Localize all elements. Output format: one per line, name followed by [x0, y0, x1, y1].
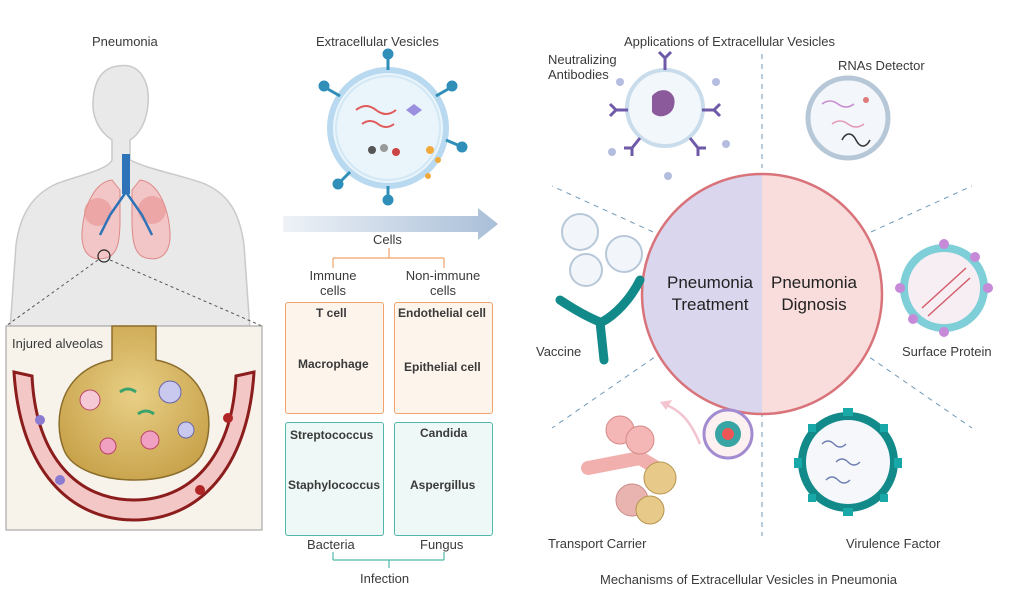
immune-cells-box: [285, 302, 384, 414]
pneumonia-title: Pneumonia: [92, 34, 158, 49]
staphylococcus-label: Staphylococcus: [288, 478, 381, 492]
zoom-line-right: [109, 259, 263, 327]
pneumonia-treatment-label: Pneumonia Treatment: [666, 273, 753, 314]
fungus-label: Fungus: [420, 537, 464, 552]
zoom-line-left: [5, 259, 99, 327]
surface-protein-label: Surface Protein: [902, 344, 992, 359]
aspergillus-label: Aspergillus: [410, 478, 476, 492]
streptococcus-label: Streptococcus: [290, 428, 374, 442]
extracellular-vesicles-title: Extracellular Vesicles: [316, 34, 439, 49]
pneumonia-diagnosis-label: Pneumonia Dignosis: [770, 273, 857, 314]
fungus-box: [394, 422, 493, 536]
injured-alveolas-label: Injured alveolas: [12, 336, 104, 351]
rnas-detector-label: RNAs Detector: [838, 58, 925, 73]
immune-cells-label: Immune cells: [309, 268, 357, 298]
infection-tree-lines: [332, 552, 445, 568]
central-circle: [640, 172, 884, 416]
transport-carrier-label: Transport Carrier: [548, 536, 647, 551]
vaccine-icon: [555, 213, 645, 365]
flow-arrow: [283, 208, 498, 240]
bacteria-box: [285, 422, 384, 536]
endothelial-cell-label: Endothelial cell: [398, 306, 487, 320]
epithelial-cell-label: Epithelial cell: [404, 360, 481, 374]
vesicle-illustration: [318, 48, 468, 206]
macrophage-label: Macrophage: [298, 357, 369, 371]
vaccine-label: Vaccine: [536, 344, 582, 359]
virulence-factor-icon: [794, 408, 902, 516]
non-immune-cells-label: Non-immune cells: [405, 268, 481, 298]
mechanisms-title: Mechanisms of Extracellular Vesicles in …: [600, 572, 897, 587]
infection-label: Infection: [360, 571, 410, 586]
rnas-detector-icon: [805, 75, 891, 161]
candida-label: Candida: [420, 426, 468, 440]
surface-protein-icon: [895, 239, 993, 337]
cells-title: Cells: [373, 232, 402, 247]
neutralizing-antibodies-label: Neutralizing Antibodies: [548, 52, 617, 82]
applications-title: Applications of Extracellular Vesicles: [624, 34, 835, 49]
non-immune-cells-box: [394, 302, 493, 414]
alveolus-illustration: [5, 325, 263, 531]
neutralizing-antibodies-icon: [608, 50, 730, 180]
t-cell-label: T cell: [316, 306, 347, 320]
application-dividers: [551, 54, 973, 536]
virulence-factor-label: Virulence Factor: [846, 536, 941, 551]
human-body-figure: [9, 64, 251, 331]
cells-tree-lines: [332, 248, 445, 268]
bacteria-label: Bacteria: [307, 537, 355, 552]
transport-carrier-icon: [581, 400, 754, 525]
